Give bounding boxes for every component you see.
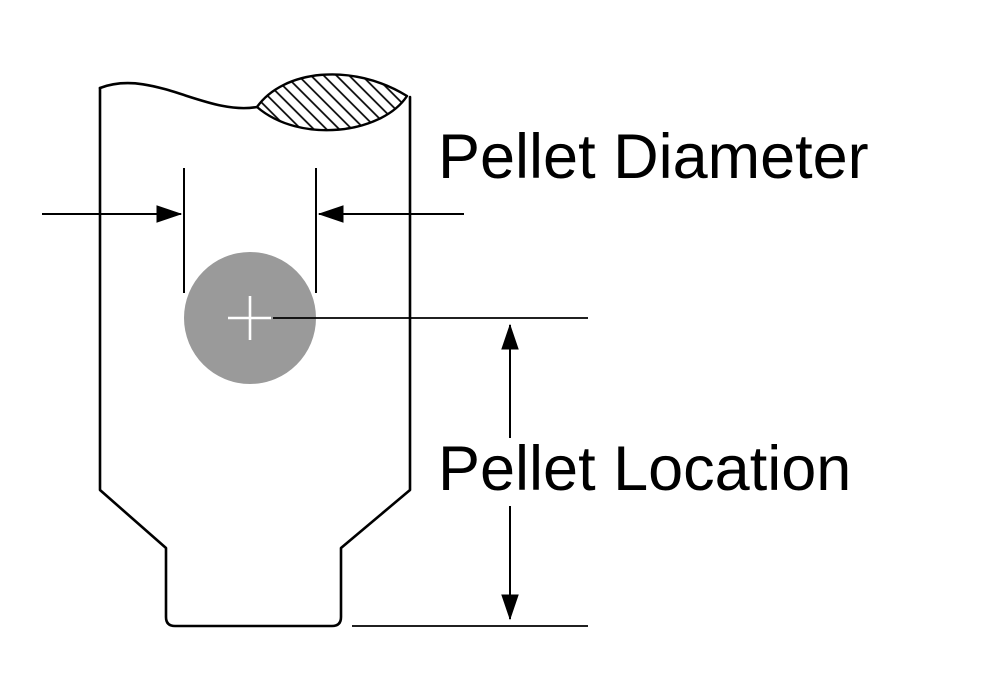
broken-edge-wave-icon <box>98 81 259 110</box>
vessel-outline-icon <box>98 86 412 628</box>
pellet-location-label: Pellet Location <box>438 434 852 504</box>
pellet-diameter-label: Pellet Diameter <box>438 122 869 192</box>
broken-section-hatch-icon <box>255 73 409 132</box>
